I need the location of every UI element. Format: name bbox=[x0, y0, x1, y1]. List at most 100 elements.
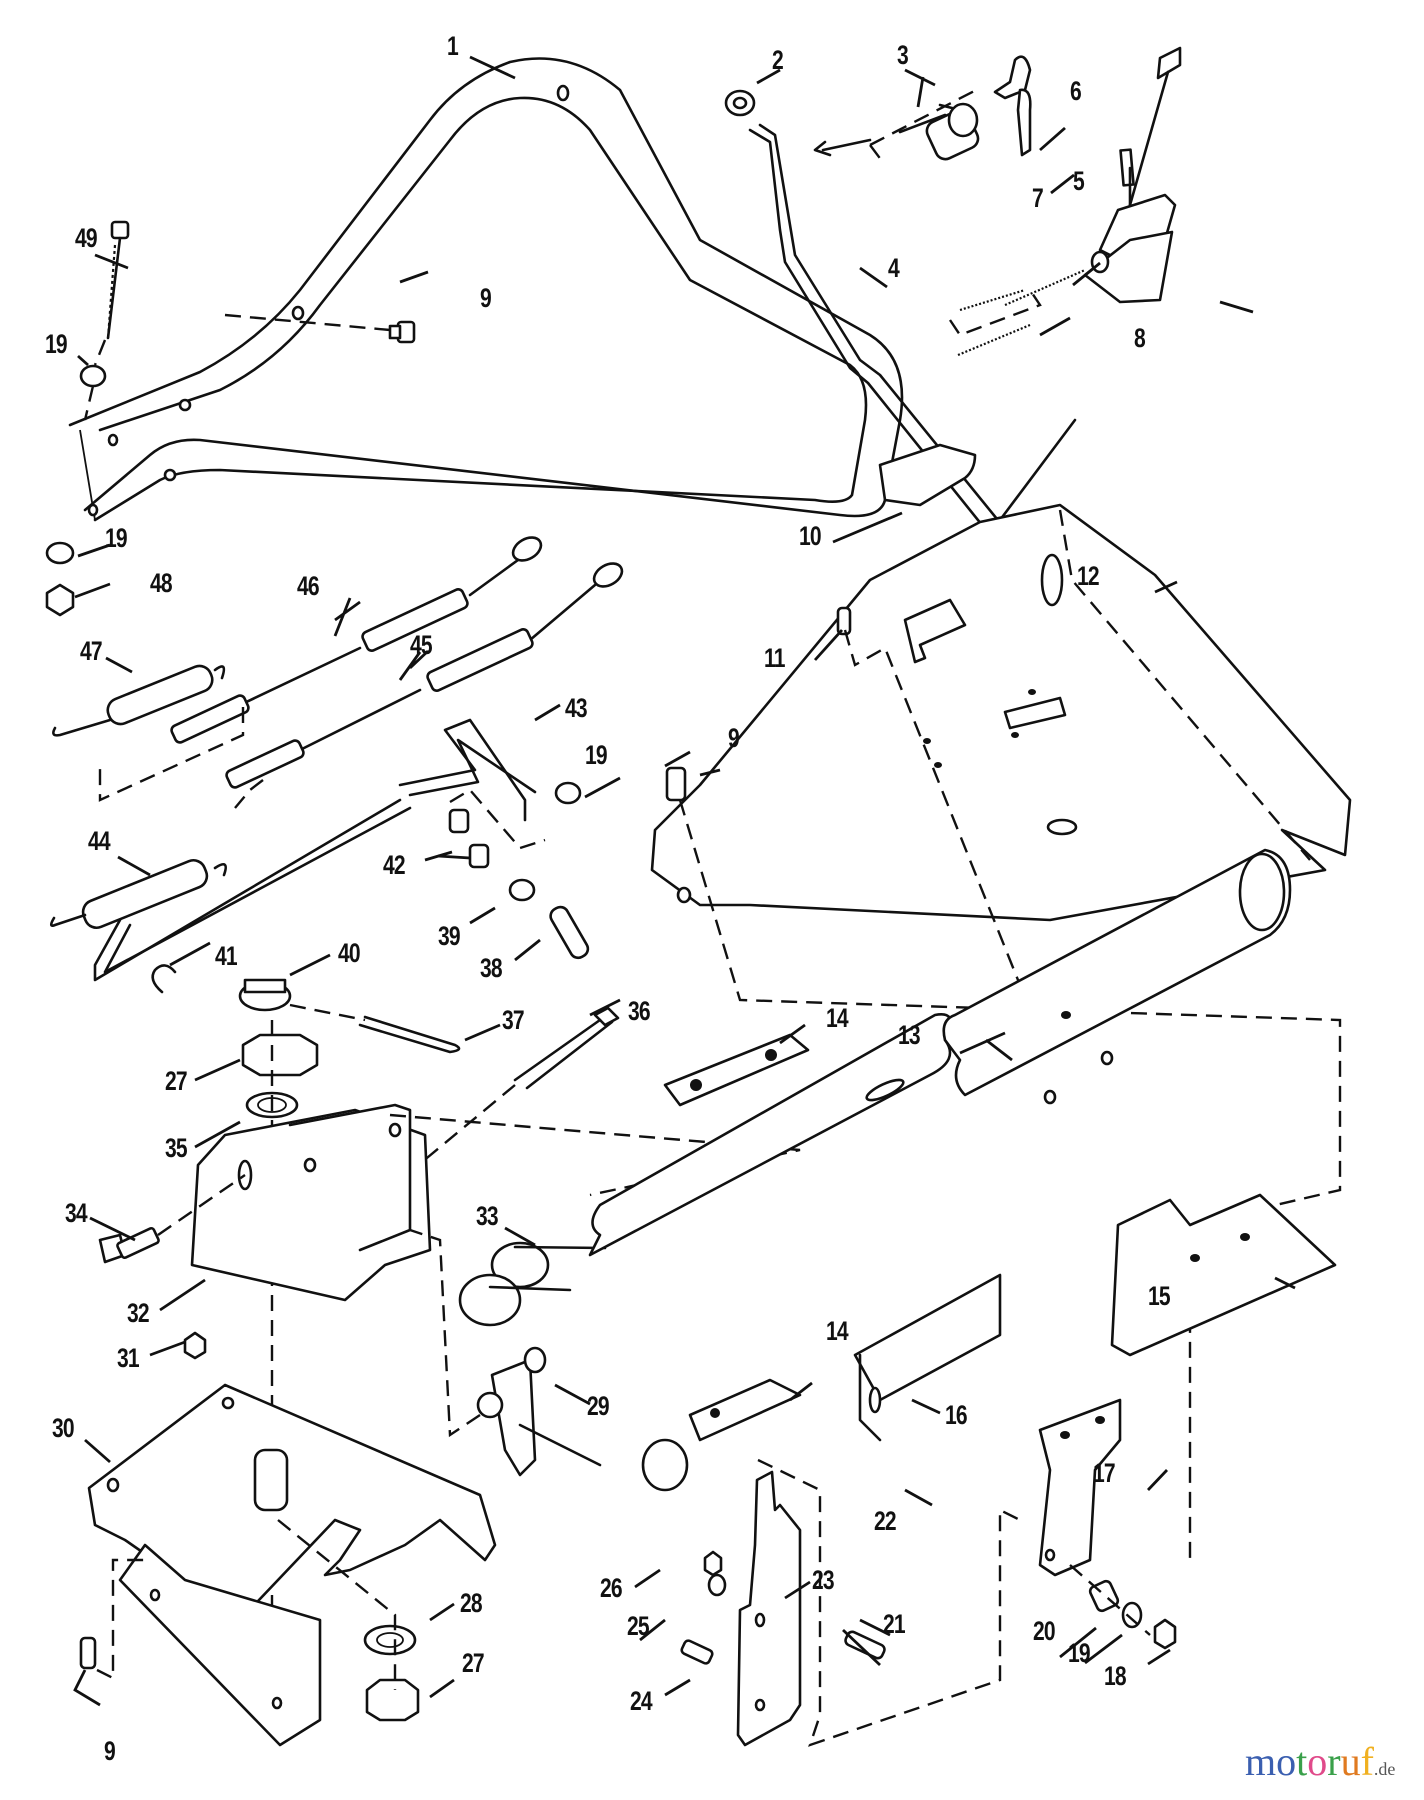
pin-38 bbox=[549, 905, 590, 960]
nut-18 bbox=[1153, 1618, 1177, 1650]
shift-rod bbox=[748, 123, 1077, 547]
shift-knob bbox=[878, 443, 977, 507]
callout-2: 2 bbox=[772, 45, 784, 75]
bolt-9-lower bbox=[79, 1636, 97, 1670]
knob-ball-22 bbox=[641, 1438, 689, 1492]
callout-24: 24 bbox=[630, 1686, 653, 1716]
spring-42 bbox=[448, 808, 490, 869]
watermark-letter: m bbox=[1245, 1739, 1277, 1784]
cotter-pin-37 bbox=[358, 1015, 461, 1054]
watermark-letter: f bbox=[1360, 1739, 1374, 1784]
callout-5: 5 bbox=[1073, 166, 1085, 196]
callout-34: 34 bbox=[65, 1198, 88, 1228]
callout-18: 18 bbox=[1104, 1661, 1127, 1691]
washer-19-top bbox=[79, 364, 107, 388]
nut-26 bbox=[703, 1550, 723, 1577]
callout-35: 35 bbox=[165, 1133, 188, 1163]
callout-9-middle: 9 bbox=[728, 723, 740, 753]
callout-26: 26 bbox=[600, 1573, 623, 1603]
callout-49: 49 bbox=[75, 223, 98, 253]
bracket-15 bbox=[1110, 1193, 1337, 1357]
spring-30-center bbox=[253, 1448, 289, 1512]
callout-36: 36 bbox=[628, 996, 651, 1026]
callout-7: 7 bbox=[1032, 183, 1044, 213]
callout-44: 44 bbox=[88, 826, 111, 856]
nut-27-lower bbox=[365, 1678, 420, 1722]
control-cables bbox=[98, 536, 624, 809]
callout-8: 8 bbox=[1134, 323, 1146, 353]
callout-16: 16 bbox=[945, 1400, 968, 1430]
washer-28 bbox=[363, 1624, 417, 1656]
callout-1: 1 bbox=[447, 31, 459, 61]
callout-41: 41 bbox=[215, 941, 238, 971]
bracket-32 bbox=[190, 1103, 801, 1302]
bolt-24 bbox=[680, 1639, 714, 1665]
callout-11: 11 bbox=[764, 643, 785, 673]
bracket-16 bbox=[853, 1273, 1002, 1442]
castle-nut-40 bbox=[238, 978, 292, 1012]
bolt-49 bbox=[106, 220, 130, 340]
callout-14-lower: 14 bbox=[826, 1316, 849, 1346]
e-clip-41 bbox=[151, 964, 177, 994]
callout-21: 21 bbox=[883, 1609, 906, 1639]
callout-43: 43 bbox=[565, 693, 588, 723]
rod-43 bbox=[398, 718, 582, 850]
ignition-keys bbox=[993, 55, 1032, 157]
washer-19-right bbox=[1121, 1601, 1143, 1629]
bolt-34 bbox=[98, 1174, 246, 1264]
callout-3: 3 bbox=[897, 40, 909, 70]
washer-25 bbox=[707, 1573, 727, 1597]
watermark-letter: u bbox=[1340, 1739, 1361, 1784]
ignition-switch bbox=[869, 86, 981, 166]
hairpin-33 bbox=[458, 1241, 607, 1327]
callout-38: 38 bbox=[480, 953, 503, 983]
clamp-14-upper bbox=[663, 1033, 810, 1107]
grommet bbox=[724, 89, 756, 117]
plate-23 bbox=[736, 1458, 1021, 1747]
callout-27-upper: 27 bbox=[165, 1066, 188, 1096]
callout-33: 33 bbox=[476, 1201, 499, 1231]
control-panel bbox=[650, 503, 1352, 922]
lever-bracket bbox=[949, 46, 1182, 357]
callout-46: 46 bbox=[297, 571, 320, 601]
callout-40: 40 bbox=[338, 938, 361, 968]
callout-15: 15 bbox=[1148, 1281, 1171, 1311]
callout-19-a: 19 bbox=[45, 329, 68, 359]
callout-47: 47 bbox=[80, 636, 103, 666]
bolt-9-upper bbox=[224, 313, 416, 344]
nut-27-upper bbox=[241, 1033, 319, 1077]
callout-14-upper: 14 bbox=[826, 1003, 849, 1033]
callout-29: 29 bbox=[587, 1391, 610, 1421]
callout-27-lower: 27 bbox=[462, 1648, 485, 1678]
nut-48 bbox=[45, 583, 75, 617]
callout-19-b: 19 bbox=[105, 523, 128, 553]
plate-30-lower bbox=[118, 1543, 322, 1747]
shift-lever-rod bbox=[93, 798, 412, 982]
callout-25: 25 bbox=[627, 1611, 650, 1641]
spring-44 bbox=[49, 858, 227, 930]
callout-48: 48 bbox=[150, 568, 173, 598]
callout-28: 28 bbox=[460, 1588, 483, 1618]
callout-20: 20 bbox=[1033, 1616, 1056, 1646]
nut-39 bbox=[508, 878, 536, 902]
callout-9-lower: 9 bbox=[104, 1736, 116, 1766]
callout-leaders bbox=[73, 55, 1296, 1707]
clamp-14-lower bbox=[688, 1378, 802, 1442]
washer-19-left bbox=[45, 541, 75, 565]
bracket-17 bbox=[1038, 1398, 1122, 1577]
callout-19-d: 19 bbox=[1068, 1638, 1091, 1668]
callout-19-c: 19 bbox=[585, 740, 608, 770]
callout-45: 45 bbox=[410, 630, 433, 660]
callout-10: 10 bbox=[799, 521, 822, 551]
watermark-letter: o bbox=[1276, 1739, 1297, 1784]
watermark-suffix: .de bbox=[1373, 1759, 1396, 1779]
callout-22: 22 bbox=[874, 1506, 897, 1536]
callout-32: 32 bbox=[127, 1298, 150, 1328]
callout-12: 12 bbox=[1077, 561, 1100, 591]
callout-23: 23 bbox=[812, 1565, 835, 1595]
lever-29 bbox=[409, 1228, 602, 1477]
callout-9-upper: 9 bbox=[480, 283, 492, 313]
spring-47 bbox=[52, 664, 226, 737]
shaft-tube-13 bbox=[588, 848, 1292, 1257]
stud-21 bbox=[844, 1630, 886, 1660]
